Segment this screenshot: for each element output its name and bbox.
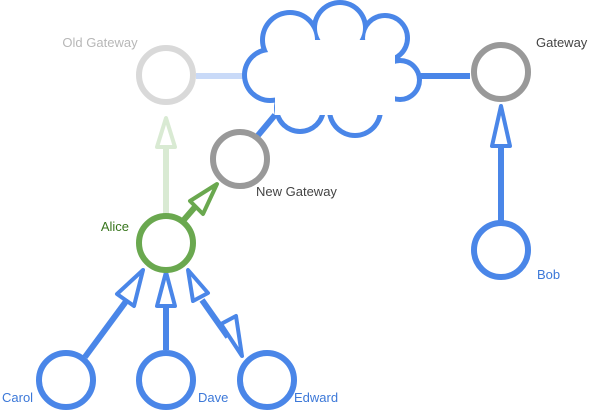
edward-label: Edward: [294, 390, 338, 405]
dave-node: [136, 350, 196, 410]
arrow-dave-to-alice: [155, 270, 177, 350]
arrow-alice-to-new-gateway: [179, 182, 219, 224]
carol-node: [36, 350, 96, 410]
cloud-icon: [242, 0, 422, 138]
arrow-alice-to-old-gateway: [155, 116, 177, 214]
new-gateway-node: [210, 129, 270, 189]
carol-label: Carol: [2, 390, 33, 405]
dave-label: Dave: [198, 390, 228, 405]
link-new-gateway-cloud: [252, 113, 278, 141]
old-gateway-label: Old Gateway: [62, 35, 138, 50]
arrow-alice-edward: [186, 268, 244, 358]
new-gateway-label: New Gateway: [256, 184, 337, 199]
gateway-label: Gateway: [536, 35, 588, 50]
arrow-carol-to-alice: [82, 268, 145, 359]
alice-label: Alice: [101, 219, 129, 234]
arrow-bob-to-gateway: [490, 104, 512, 221]
old-gateway-node: [136, 45, 196, 105]
bob-label: Bob: [537, 267, 560, 282]
gateway-node: [471, 42, 531, 102]
edward-node: [237, 350, 297, 410]
bob-node: [471, 220, 531, 280]
alice-node: [136, 213, 196, 273]
